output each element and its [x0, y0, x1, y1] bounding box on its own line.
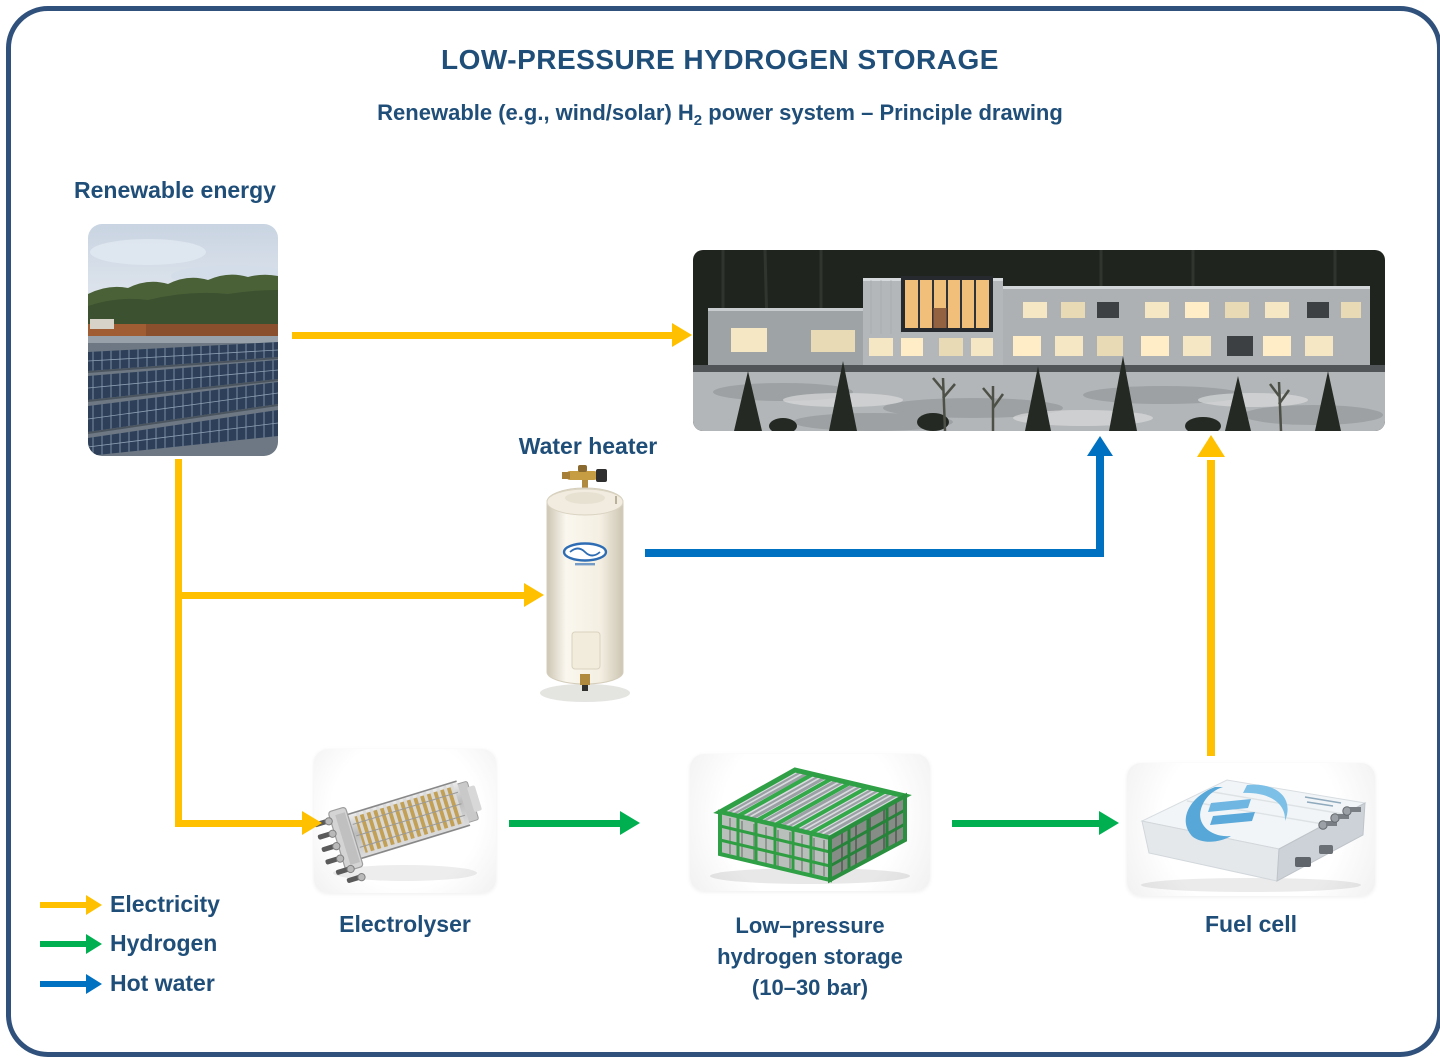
water-heater-photo — [528, 460, 643, 707]
electricity-arrow-fuelcell-to-building-shaft — [1207, 460, 1215, 756]
building-illustration — [693, 250, 1385, 431]
legend-electricity-arrow-head — [86, 895, 102, 915]
legend-hot-water-arrow-head — [86, 974, 102, 994]
fuel-cell-label: Fuel cell — [1204, 911, 1298, 937]
electricity-arrow-fuelcell-to-building-head — [1197, 435, 1225, 457]
hydrogen-arrow-storage-to-fuelcell-shaft — [952, 820, 1100, 827]
legend-hot-water-arrow-shaft — [40, 981, 86, 987]
renewable-energy-label: Renewable energy — [74, 177, 276, 203]
legend-hot-water-label: Hot water — [110, 970, 215, 996]
electricity-arrow-to-water-heater-head — [524, 583, 544, 607]
electricity-arrow-to-water-heater-shaft — [175, 592, 525, 599]
electricity-arrow-solar-to-building-shaft — [292, 332, 674, 339]
hydrogen-storage-label: Low–pressure hydrogen storage (10–30 bar… — [660, 910, 960, 1003]
water-heater-label: Water heater — [518, 433, 658, 459]
subtitle-suffix: power system – Principle drawing — [702, 100, 1063, 125]
electrolyser-illustration — [314, 780, 482, 883]
hot-water-arrow-horizontal-shaft — [645, 549, 1104, 557]
legend-hydrogen-arrow-shaft — [40, 941, 86, 947]
electricity-arrow-solar-to-building-head — [672, 323, 692, 347]
electricity-arrow-to-electrolyser-head — [302, 811, 322, 835]
hot-water-arrow-head — [1087, 436, 1113, 456]
fuel-cell-illustration — [1140, 779, 1367, 892]
hydrogen-arrow-storage-to-fuelcell-head — [1099, 811, 1119, 835]
subtitle-prefix: Renewable (e.g., wind/solar) H — [377, 100, 694, 125]
hydrogen-arrow-electrolyser-to-storage-shaft — [509, 820, 621, 827]
legend-hydrogen-label: Hydrogen — [110, 930, 218, 956]
hydrogen-storage-illustration — [710, 767, 912, 884]
solar-panels-photo — [88, 224, 278, 456]
hydrogen-storage-label-line3: (10–30 bar) — [751, 975, 869, 1000]
hydrogen-arrow-electrolyser-to-storage-head — [620, 811, 640, 835]
electricity-trunk-vertical-shaft — [175, 459, 182, 827]
legend-hydrogen-arrow-head — [86, 934, 102, 954]
fuel-cell-photo — [1127, 763, 1375, 896]
water-heater-illustration — [540, 465, 630, 702]
electrolyser-label: Electrolyser — [339, 911, 471, 937]
electricity-arrow-to-electrolyser-shaft — [175, 820, 303, 827]
legend-electricity-label: Electricity — [110, 891, 220, 917]
page-subtitle: Renewable (e.g., wind/solar) H2 power sy… — [0, 100, 1440, 129]
diagram-border — [6, 6, 1440, 1057]
hot-water-arrow-vertical-shaft — [1096, 455, 1104, 557]
solar-panels-illustration — [88, 224, 278, 456]
legend-electricity-arrow-shaft — [40, 902, 86, 908]
electrolyser-photo — [314, 749, 496, 893]
building-photo — [693, 250, 1385, 431]
subtitle-subscript: 2 — [693, 112, 703, 129]
page-title: LOW-PRESSURE HYDROGEN STORAGE — [441, 44, 999, 75]
hydrogen-storage-photo — [690, 754, 930, 891]
hydrogen-storage-label-line2: hydrogen storage — [717, 944, 903, 969]
hydrogen-storage-label-line1: Low–pressure — [735, 913, 885, 938]
